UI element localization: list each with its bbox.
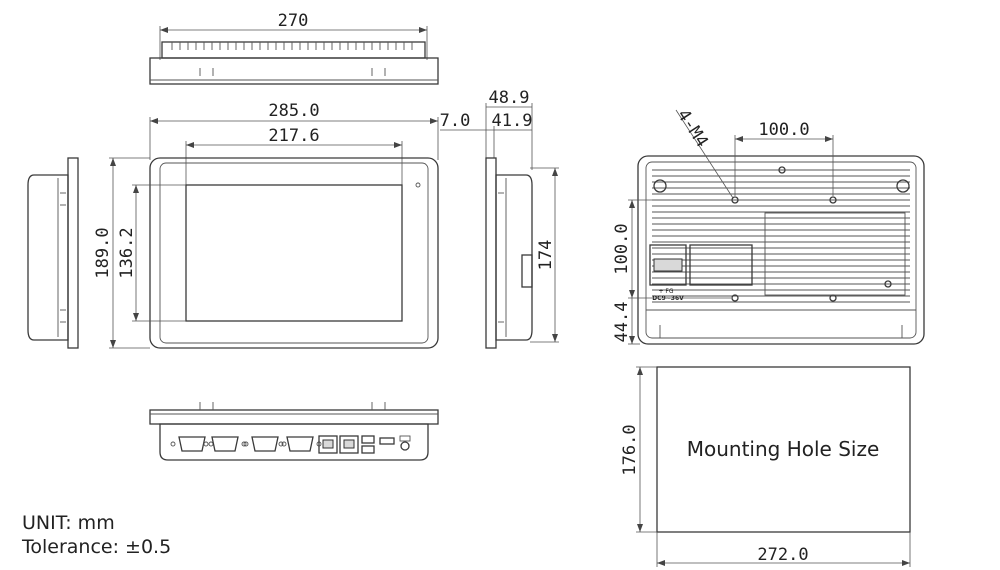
- notes: UNIT: mm Tolerance: ±0.5: [21, 512, 171, 558]
- corner-hole-icon: [653, 179, 667, 193]
- screw-icon: [203, 441, 209, 447]
- depth-total-label: 48.9: [489, 88, 530, 108]
- hole-spacing-y-label: 100.0: [612, 223, 632, 274]
- unit-note: UNIT: mm: [22, 512, 115, 534]
- power-led-icon: [415, 182, 421, 188]
- serial-port-icon: [178, 436, 206, 452]
- vesa-hole-icon: [731, 196, 739, 204]
- vesa-hole-icon: [829, 196, 837, 204]
- serial-port-icon: [251, 436, 279, 452]
- hole-spacing-x-label: 100.0: [758, 120, 809, 140]
- top-bezel: [149, 57, 439, 85]
- top-width-label: 270: [278, 11, 309, 31]
- bezel-depth-label: 7.0: [440, 111, 471, 131]
- rear-housing: [637, 155, 925, 345]
- hdmi-port-icon: [379, 437, 395, 445]
- dc-jack-icon: [399, 435, 411, 442]
- corner-hole-icon: [896, 179, 910, 193]
- tolerance-note: Tolerance: ±0.5: [21, 536, 171, 558]
- side-port-cover: [521, 254, 533, 288]
- bottom-view: [149, 402, 439, 461]
- overall-height-label: 189.0: [93, 227, 113, 278]
- cutout-title: Mounting Hole Size: [687, 437, 880, 461]
- mounting-cutout: Mounting Hole Size 176.0 272.0: [620, 366, 911, 567]
- rear-heatsink-fins: [652, 169, 910, 303]
- top-view: 270: [149, 11, 439, 85]
- cutout-width-label: 272.0: [757, 545, 808, 565]
- overall-width-label: 285.0: [268, 101, 319, 121]
- display-screen: [185, 184, 403, 322]
- screw-icon: [281, 441, 287, 447]
- hole-callout-leader: [675, 109, 734, 199]
- cutout-outline: [656, 366, 911, 533]
- screen-height-label: 136.2: [117, 227, 137, 278]
- top-body: [161, 41, 426, 59]
- usb-port-icon: [361, 435, 375, 444]
- ethernet-jack: [343, 439, 355, 449]
- bottom-bezel: [149, 409, 439, 425]
- top-cooling-fins: [171, 42, 413, 50]
- io-panel: [159, 423, 429, 461]
- power-label-voltage: DC9~36V: [652, 295, 684, 302]
- screw-icon: [241, 441, 247, 447]
- io-ports: [170, 435, 411, 454]
- screw-icon: [170, 441, 176, 447]
- screw-icon: [278, 441, 284, 447]
- side-height-label: 174: [536, 240, 556, 271]
- serial-port-icon: [211, 436, 239, 452]
- front-bezel: [149, 157, 439, 349]
- depth-body-label: 41.9: [492, 111, 533, 131]
- vesa-hole-icon: [731, 294, 739, 302]
- serial-port-icon: [286, 436, 314, 452]
- left-side-view: [27, 157, 79, 349]
- front-view: 285.0 217.6 189.0 136.2: [93, 101, 439, 349]
- power-connector: [649, 244, 687, 286]
- usb-port-icon: [361, 445, 375, 454]
- screw-icon: [208, 441, 214, 447]
- cutout-height-label: 176.0: [620, 424, 640, 475]
- power-label-polarity: + FG: [658, 288, 673, 295]
- rear-label-plate: [689, 244, 753, 286]
- power-button-icon: [400, 441, 410, 451]
- screen-width-label: 217.6: [268, 126, 319, 146]
- right-side-view: 48.9 41.9 7.0 174: [440, 88, 559, 349]
- hole-callout-label: 4-M4: [673, 106, 712, 151]
- ethernet-port-icon: [339, 435, 359, 454]
- hole-offset-label: 44.4: [612, 302, 632, 343]
- screw-icon: [243, 441, 249, 447]
- ethernet-port-icon: [318, 435, 338, 454]
- ethernet-jack: [322, 439, 334, 449]
- power-terminal-block: [653, 258, 683, 272]
- rear-view: + FG DC9~36V 100.0 4-M4 100.0 44.4: [612, 106, 925, 345]
